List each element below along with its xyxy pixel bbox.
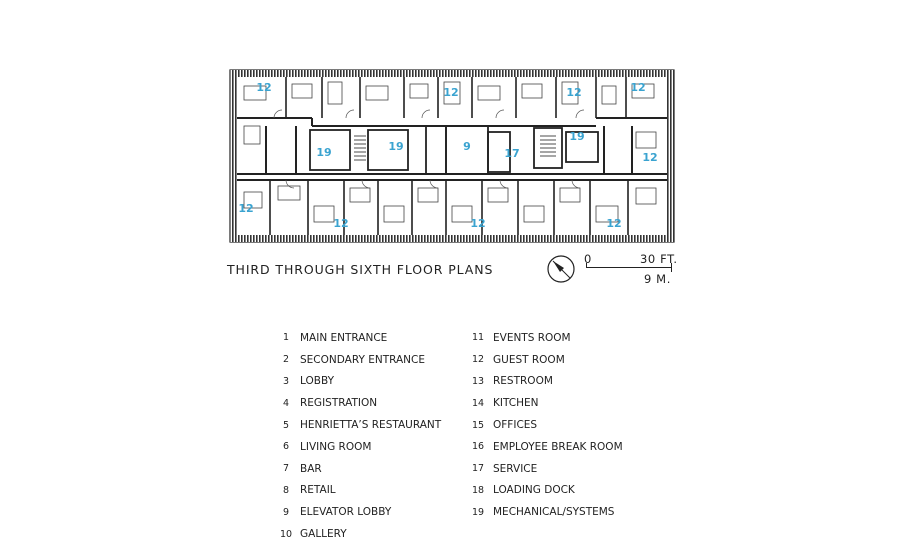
room-label: 9 [463, 140, 471, 153]
room-label: 12 [256, 81, 271, 94]
south-wall [230, 235, 674, 242]
legend-number: 19 [472, 506, 485, 518]
legend-label: RETAIL [300, 484, 336, 497]
room-label: 12 [470, 217, 485, 230]
legend-number: 2 [282, 354, 289, 366]
scale-zero-label: 0 [584, 252, 592, 266]
legend-number: 3 [282, 375, 289, 387]
legend-number: 12 [472, 354, 485, 366]
room-label: 12 [606, 217, 621, 230]
legend-item: 10 GALLERY [280, 523, 441, 545]
scale-line [586, 267, 672, 269]
scale-feet-label: 30 FT. [640, 252, 678, 266]
room-label: 12 [443, 86, 458, 99]
north-furnishings [243, 81, 657, 149]
legend-item: 5 HENRIETTA’S RESTAURANT [280, 414, 441, 436]
room-label: 19 [316, 146, 331, 159]
legend-item: 3 LOBBY [280, 371, 441, 393]
scale-tick-end [671, 263, 673, 268]
legend-number: 7 [282, 463, 289, 475]
legend-label: EVENTS ROOM [493, 331, 571, 344]
legend-item: 4 REGISTRATION [280, 392, 441, 414]
legend-label: SERVICE [493, 462, 538, 475]
room-label: 12 [566, 86, 581, 99]
legend-number: 10 [280, 528, 293, 540]
legend-left-column: 1 MAIN ENTRANCE 2 SECONDARY ENTRANCE 3 LOBB… [280, 327, 441, 545]
plan-title: THIRD THROUGH SIXTH FLOOR PLANS [227, 262, 494, 277]
legend-number: 9 [282, 506, 289, 518]
legend-label: ELEVATOR LOBBY [300, 506, 392, 519]
legend-item: 16 EMPLOYEE BREAK ROOM [472, 436, 623, 458]
floor-plan: 12 12 12 12 19 19 9 17 19 12 12 12 12 12 [226, 66, 678, 246]
legend-label: GALLERY [300, 528, 347, 541]
south-furnishings [243, 185, 657, 223]
legend-item: 8 RETAIL [280, 480, 441, 502]
legend-item: 15 OFFICES [472, 414, 623, 436]
legend-label: LIVING ROOM [300, 440, 372, 453]
legend-label: REGISTRATION [300, 397, 378, 410]
legend-number: 18 [472, 484, 485, 496]
legend-number: 11 [472, 332, 485, 344]
legend-number: 13 [472, 375, 485, 387]
legend-right-column: 11 EVENTS ROOM 12 GUEST ROOM 13 RESTROOM 14… [472, 327, 623, 523]
legend-label: OFFICES [493, 419, 538, 432]
legend-label: LOBBY [300, 375, 334, 388]
west-wall [230, 70, 237, 242]
legend-label: HENRIETTA’S RESTAURANT [300, 419, 442, 432]
legend-item: 11 EVENTS ROOM [472, 327, 623, 349]
legend-number: 15 [472, 419, 485, 431]
legend-number: 1 [282, 332, 289, 344]
legend-item: 1 MAIN ENTRANCE [280, 327, 441, 349]
legend-number: 14 [472, 397, 485, 409]
legend-number: 5 [282, 419, 289, 431]
legend-item: 13 RESTROOM [472, 371, 623, 393]
scale-meter-label: 9 M. [644, 272, 671, 286]
legend-item: 17 SERVICE [472, 458, 623, 480]
legend-number: 6 [282, 441, 289, 453]
legend-item: 9 ELEVATOR LOBBY [280, 501, 441, 523]
legend-item: 6 LIVING ROOM [280, 436, 441, 458]
legend-label: RESTROOM [493, 375, 553, 388]
legend-number: 4 [282, 397, 289, 409]
legend-number: 16 [472, 441, 485, 453]
legend-item: 7 BAR [280, 458, 441, 480]
legend-label: KITCHEN [493, 397, 539, 410]
legend-item: 18 LOADING DOCK [472, 480, 623, 502]
north-arrow [546, 254, 576, 284]
room-label: 12 [630, 81, 645, 94]
legend-label: GUEST ROOM [493, 353, 565, 366]
legend-label: EMPLOYEE BREAK ROOM [493, 440, 623, 453]
legend-label: MECHANICAL/SYSTEMS [493, 506, 615, 519]
legend-item: 14 KITCHEN [472, 392, 623, 414]
room-label: 12 [238, 202, 253, 215]
stair-core [354, 135, 556, 161]
north-arrow-icon [547, 255, 575, 283]
room-label: 17 [504, 147, 519, 160]
scale-bar: 0 30 FT. 9 M. [580, 252, 680, 288]
scale-tick-start [586, 263, 588, 268]
room-label: 19 [388, 140, 403, 153]
legend-number: 17 [472, 463, 485, 475]
east-wall [667, 70, 674, 242]
legend-label: BAR [300, 462, 322, 475]
room-label: 12 [642, 151, 657, 164]
legend-item: 12 GUEST ROOM [472, 349, 623, 371]
room-label: 12 [333, 217, 348, 230]
door-swings [273, 109, 585, 189]
north-room-partitions [285, 77, 627, 118]
legend-item: 2 SECONDARY ENTRANCE [280, 349, 441, 371]
south-room-partitions [269, 180, 629, 235]
floor-plan-drawing: 12 12 12 12 19 19 9 17 19 12 12 12 12 12 [229, 69, 675, 243]
room-label: 19 [569, 130, 584, 143]
legend-item: 19 MECHANICAL/SYSTEMS [472, 501, 623, 523]
legend-label: MAIN ENTRANCE [300, 331, 388, 344]
scale-tick-meter [671, 267, 673, 272]
legend-number: 8 [282, 484, 289, 496]
core-rooms [309, 125, 599, 175]
north-wall [230, 70, 674, 77]
legend-label: SECONDARY ENTRANCE [300, 353, 425, 366]
legend-label: LOADING DOCK [493, 484, 575, 497]
